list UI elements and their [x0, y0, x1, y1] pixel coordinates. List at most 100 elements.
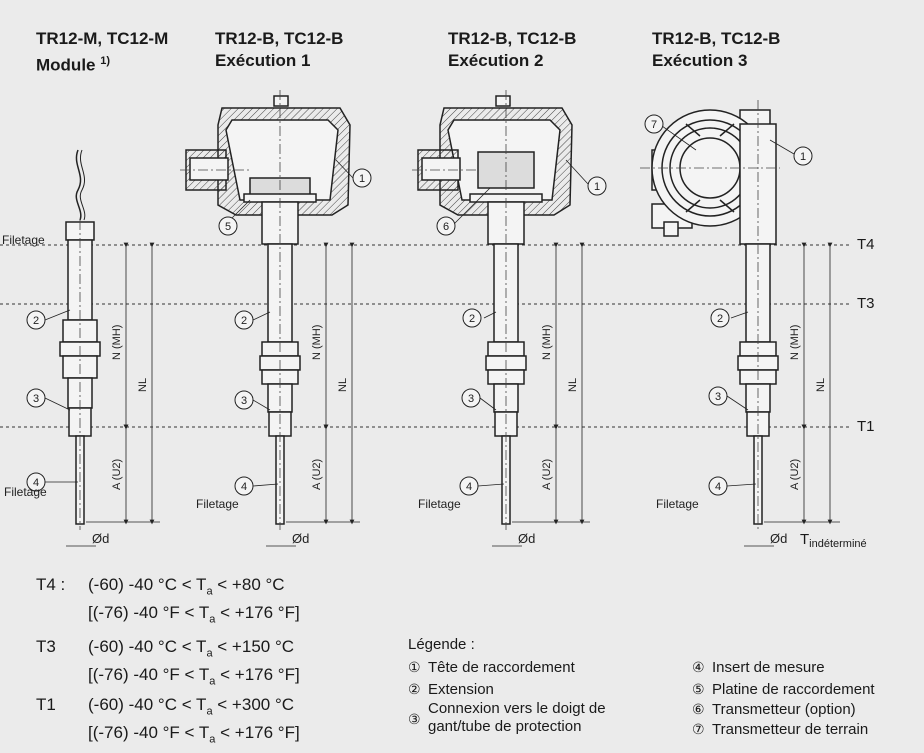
n-mh-label-module: N (MH): [111, 325, 123, 360]
temp-t3-celsius-high: < +150 °C: [212, 637, 295, 656]
a-u2-label-exec1: A (U2): [311, 459, 323, 490]
header-exec3-line2: Exécution 3: [652, 51, 748, 70]
dimension-lines: [66, 242, 840, 547]
callout-3-module: 3: [33, 393, 39, 405]
nl-label-exec1: NL: [337, 378, 349, 392]
zone-label-undetermined-sub: indéterminé: [809, 538, 867, 550]
thread-label-exec2: Filetage: [418, 497, 461, 511]
callout-4-exec2: 4: [466, 481, 472, 493]
temp-t1-celsius-sub: a: [206, 705, 213, 718]
header-module-line2: Module 1): [36, 50, 168, 77]
temp-t4-fahrenheit-sub: a: [209, 613, 216, 626]
legend-item-2-text: Extension: [428, 681, 494, 698]
temp-t1-fahrenheit-sub: a: [209, 733, 216, 746]
legend-item-3-num: ③: [408, 711, 421, 727]
callout-4-exec3: 4: [715, 481, 721, 493]
temp-t4-celsius-low: (-60) -40 °C < T: [88, 575, 207, 594]
technical-drawing: 2 3 4 2 3 4 1 5 2 3 4 1 6 2 3 4 1 7 File…: [0, 90, 850, 547]
legend-item-5-text: Platine de raccordement: [712, 681, 875, 698]
execution-1-drawing: [185, 95, 351, 525]
temp-class-t3-code: T3: [36, 637, 56, 656]
legend-item-3-line2: gant/tube de protection: [428, 718, 582, 735]
temp-t4-celsius-high: < +80 °C: [212, 575, 285, 594]
n-mh-label-exec3: N (MH): [789, 325, 801, 360]
legend-item-1-num: ①: [408, 659, 421, 675]
legend-item-2-num: ②: [408, 681, 421, 697]
diameter-label-exec1: Ød: [292, 531, 309, 546]
zone-label-t3: T3: [857, 295, 875, 312]
callout-3-exec2: 3: [468, 393, 474, 405]
legend-item-7-text: Transmetteur de terrain: [712, 721, 869, 738]
temp-t1-celsius-low: (-60) -40 °C < T: [88, 695, 207, 714]
header-execution-3: TR12-B, TC12-B Exécution 3: [652, 28, 780, 72]
a-u2-label-exec2: A (U2): [541, 459, 553, 490]
nl-label-exec2: NL: [567, 378, 579, 392]
legend-item-7-num: ⑦: [692, 721, 705, 737]
header-module: TR12-M, TC12-M Module 1): [36, 28, 168, 77]
thread-label-module-top: Filetage: [2, 233, 45, 247]
thread-label-exec3: Filetage: [656, 497, 699, 511]
header-exec2-line2: Exécution 2: [448, 51, 544, 70]
callout-1-exec1: 1: [359, 173, 365, 185]
nl-label-module: NL: [137, 378, 149, 392]
callout-2-exec2: 2: [469, 313, 475, 325]
temp-t3-celsius-low: (-60) -40 °C < T: [88, 637, 207, 656]
legend-title: Légende :: [408, 636, 475, 653]
temp-class-t1: T1(-60) -40 °C < Ta < +300 °C [(-76) -40…: [36, 694, 300, 751]
callout-2-exec3: 2: [717, 313, 723, 325]
callouts: [26, 114, 813, 496]
temp-t1-fahrenheit-high: < +176 °F]: [215, 723, 300, 743]
callout-4-module: 4: [33, 477, 39, 489]
n-mh-label-exec2: N (MH): [541, 325, 553, 360]
legend-item-5: ⑤ Platine de raccordement: [692, 680, 875, 699]
callout-1-exec2: 1: [594, 181, 600, 193]
legend-item-4-text: Insert de mesure: [712, 659, 825, 676]
temp-t3-celsius-sub: a: [206, 647, 213, 660]
diameter-label-exec3: Ød: [770, 531, 787, 546]
legend-item-2: ② Extension: [408, 680, 494, 699]
callout-7-exec3: 7: [651, 119, 657, 131]
header-exec1-line2: Exécution 1: [215, 51, 311, 70]
temp-class-t4-code: T4 :: [36, 575, 66, 594]
header-exec2-line1: TR12-B, TC12-B: [448, 29, 577, 48]
zone-label-t4: T4: [857, 236, 875, 253]
legend-item-4-num: ④: [692, 659, 705, 675]
zone-label-t1: T1: [857, 418, 875, 435]
diameter-label-exec2: Ød: [518, 531, 535, 546]
temp-t4-fahrenheit-low: [(-76) -40 °F < T: [88, 603, 210, 623]
legend-item-4: ④ Insert de mesure: [692, 658, 825, 677]
temp-t3-fahrenheit-sub: a: [209, 675, 216, 688]
thread-label-module: Filetage: [4, 485, 47, 499]
callout-6-exec2: 6: [443, 221, 449, 233]
callout-2-module: 2: [33, 315, 39, 327]
diameter-label-module: Ød: [92, 531, 109, 546]
temp-class-t1-code: T1: [36, 695, 56, 714]
temp-t3-fahrenheit-low: [(-76) -40 °F < T: [88, 665, 210, 685]
callout-3-exec3: 3: [715, 391, 721, 403]
header-execution-2: TR12-B, TC12-B Exécution 2: [448, 28, 576, 72]
temp-class-t4: T4 :(-60) -40 °C < Ta < +80 °C [(-76) -4…: [36, 574, 300, 631]
legend-item-3-line1: Connexion vers le doigt de: [428, 700, 606, 717]
temp-t3-fahrenheit-high: < +176 °F]: [215, 665, 300, 685]
legend-item-5-num: ⑤: [692, 681, 705, 697]
temp-t1-celsius-high: < +300 °C: [212, 695, 295, 714]
zone-label-undetermined-main: T: [800, 531, 810, 548]
header-module-line2-text: Module: [36, 55, 96, 75]
header-exec3-line1: TR12-B, TC12-B: [652, 29, 781, 48]
temp-t4-fahrenheit-high: < +176 °F]: [215, 603, 300, 623]
callout-2-exec1: 2: [241, 315, 247, 327]
a-u2-label-exec3: A (U2): [789, 459, 801, 490]
temp-class-t3: T3(-60) -40 °C < Ta < +150 °C [(-76) -40…: [36, 636, 300, 693]
legend-item-7: ⑦ Transmetteur de terrain: [692, 720, 868, 739]
callout-1-exec3: 1: [800, 151, 806, 163]
thread-label-exec1: Filetage: [196, 497, 239, 511]
header-module-line1: TR12-M, TC12-M: [36, 29, 169, 48]
callout-5-exec1: 5: [225, 221, 231, 233]
temp-t4-celsius-sub: a: [206, 585, 213, 598]
n-mh-label-exec1: N (MH): [311, 325, 323, 360]
zone-label-undetermined: Tindéterminé: [800, 531, 867, 550]
